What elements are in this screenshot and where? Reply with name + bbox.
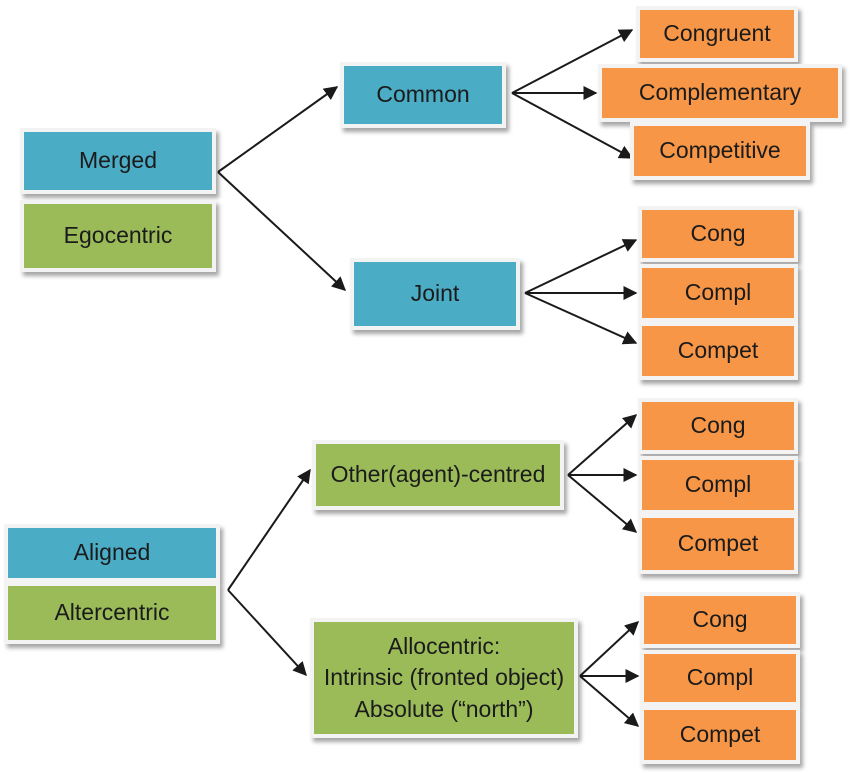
other-centred-box: Other(agent)-centred [312, 440, 564, 510]
arrow-merged-common [217, 86, 339, 173]
arrow-aligned-other [227, 468, 311, 591]
aligned-label: Aligned [73, 539, 151, 566]
joint-box: Joint [350, 258, 520, 330]
other-compl-box: Compl [638, 456, 798, 514]
egocentric-box: Egocentric [20, 200, 216, 272]
merged-box: Merged [20, 128, 216, 194]
allocentric-line1: Allocentric: [387, 633, 501, 660]
arrow-joint-cong [524, 239, 638, 294]
allo-compet-box: Compet [640, 706, 800, 764]
joint-cong-box: Cong [638, 206, 798, 262]
other-compet-label: Compet [677, 530, 759, 557]
arrow-aligned-allo [227, 589, 307, 677]
allocentric-line2: Intrinsic (fronted object) [323, 664, 565, 691]
complementary-label: Complementary [638, 79, 802, 106]
congruent-box: Congruent [636, 6, 798, 62]
common-label: Common [376, 81, 470, 108]
allocentric-box: Allocentric: Intrinsic (fronted object) … [310, 618, 578, 738]
altercentric-box: Altercentric [4, 582, 220, 644]
arrow-common-congruent [511, 29, 634, 94]
joint-cong-label: Cong [690, 220, 746, 247]
competitive-label: Competitive [659, 137, 781, 164]
joint-compet-box: Compet [638, 322, 798, 380]
congruent-label: Congruent [663, 20, 771, 47]
complementary-box: Complementary [598, 64, 842, 122]
competitive-box: Competitive [630, 122, 810, 180]
joint-compet-label: Compet [677, 337, 759, 364]
allo-compl-label: Compl [686, 664, 754, 691]
arrow-allo-cong [579, 621, 640, 677]
arrow-joint-compet [524, 292, 638, 345]
other-centred-label: Other(agent)-centred [330, 461, 546, 488]
merged-label: Merged [79, 147, 157, 174]
joint-compl-label: Compl [684, 279, 752, 306]
allo-compet-label: Compet [679, 721, 761, 748]
arrow-allo-compet [579, 675, 640, 727]
other-cong-box: Cong [638, 398, 798, 454]
other-compet-box: Compet [638, 514, 798, 574]
allo-compl-box: Compl [640, 650, 800, 706]
arrow-other-compet [567, 474, 638, 533]
aligned-box: Aligned [4, 524, 220, 582]
arrow-common-competitive [511, 92, 634, 159]
other-cong-label: Cong [690, 412, 746, 439]
arrow-merged-joint [217, 171, 347, 291]
allo-cong-label: Cong [692, 606, 748, 633]
allocentric-line3: Absolute (“north”) [354, 695, 534, 722]
arrow-other-cong [567, 414, 638, 476]
other-compl-label: Compl [684, 471, 752, 498]
common-box: Common [340, 62, 506, 128]
allo-cong-box: Cong [640, 592, 800, 648]
joint-label: Joint [410, 280, 460, 307]
joint-compl-box: Compl [638, 264, 798, 322]
egocentric-label: Egocentric [63, 222, 173, 249]
altercentric-label: Altercentric [54, 599, 170, 626]
